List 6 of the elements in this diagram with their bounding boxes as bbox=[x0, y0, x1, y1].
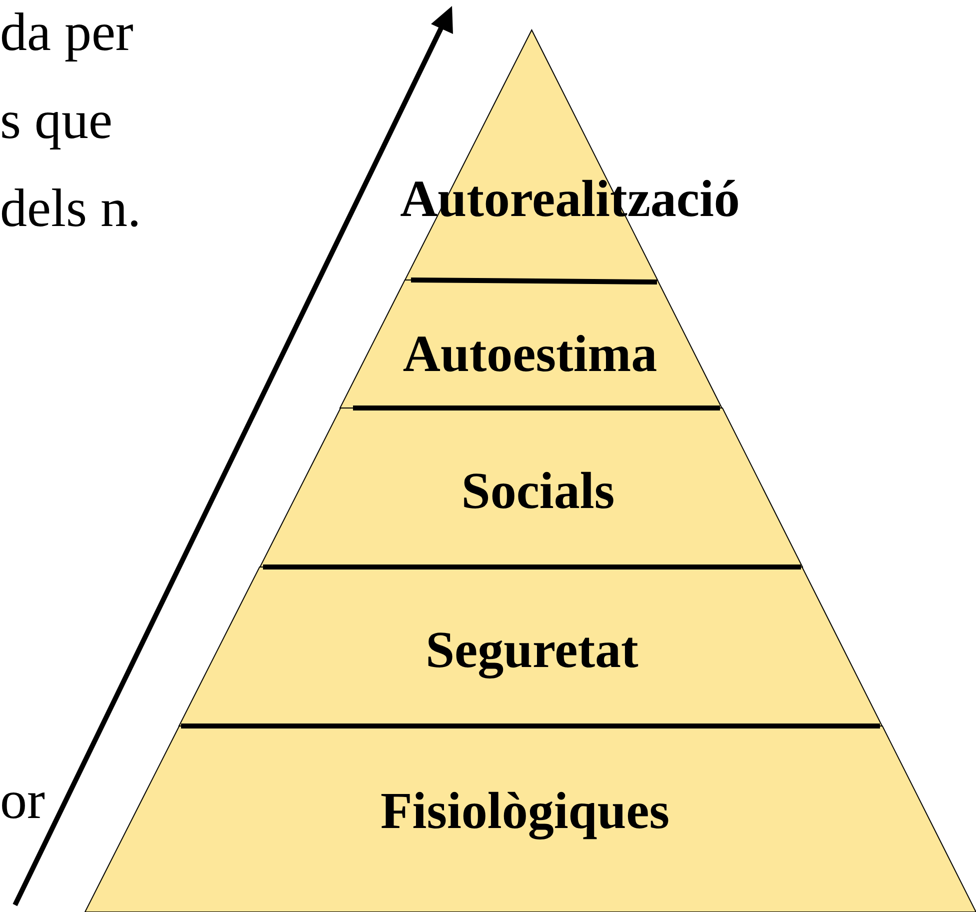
level-label: Socials bbox=[461, 466, 615, 518]
level-label: Seguretat bbox=[426, 625, 638, 677]
level-label: Fisiològiques bbox=[380, 786, 670, 838]
level-label: Autoestima bbox=[402, 329, 658, 381]
cut-off-paragraph: da per s que dels n. bbox=[0, 1, 142, 240]
cut-off-paragraph: or bbox=[0, 769, 46, 832]
